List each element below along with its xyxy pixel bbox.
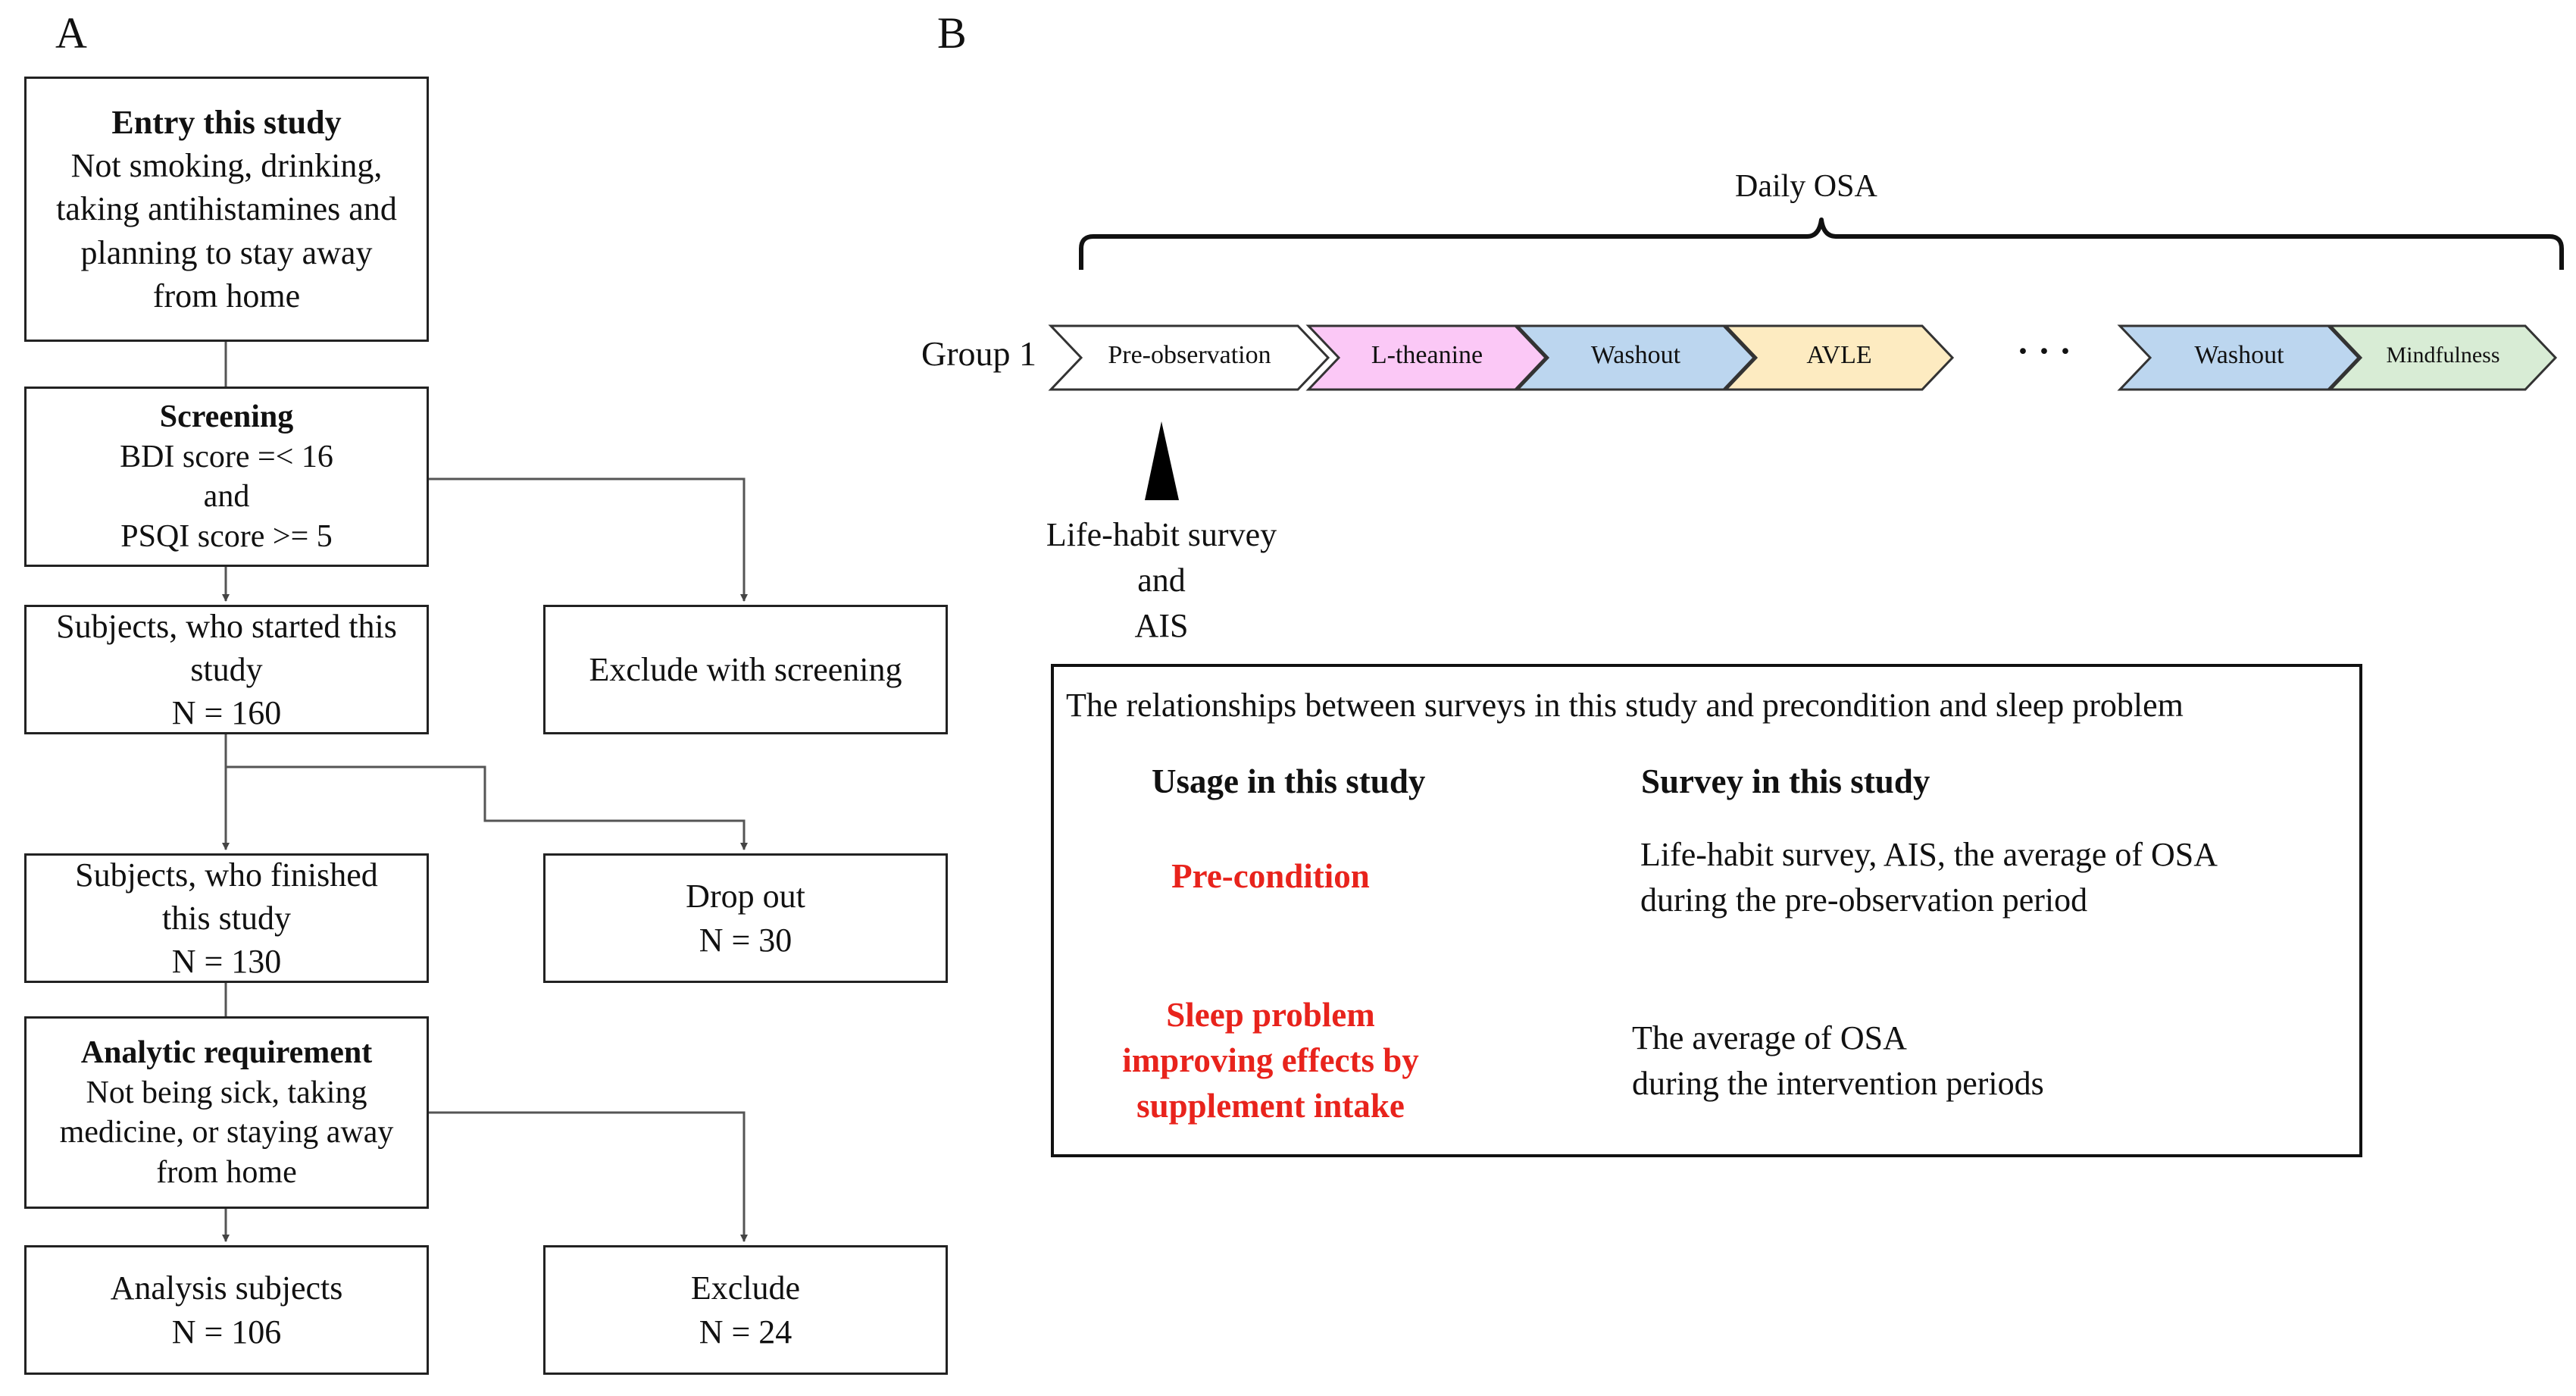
survey-precondition-line: during the pre-observation period bbox=[1640, 881, 2088, 919]
entry-line: planning to stay away bbox=[80, 233, 373, 271]
survey-precondition: Life-habit survey, AIS, the average of O… bbox=[1640, 832, 2218, 924]
phase-shape-l-theanine bbox=[1305, 324, 1548, 391]
box-analysis-subjects: Analysis subjects N = 106 bbox=[24, 1245, 429, 1375]
screening-line: BDI score =< 16 bbox=[120, 439, 333, 474]
phase-shape-washout-1 bbox=[1515, 324, 1756, 391]
usage-sleep-problem-line: supplement intake bbox=[1136, 1086, 1405, 1125]
box-started-study: Subjects, who started this study N = 160 bbox=[24, 605, 429, 734]
finished-line: this study bbox=[162, 899, 291, 937]
entry-title: Entry this study bbox=[111, 104, 342, 142]
started-count: N = 160 bbox=[171, 694, 282, 732]
panel-label-b: B bbox=[937, 8, 967, 58]
screening-title: Screening bbox=[159, 399, 294, 434]
survey-sleep-problem: The average of OSA during the interventi… bbox=[1632, 1016, 2044, 1107]
survey-line: and bbox=[1137, 561, 1186, 599]
survey-marker-triangle bbox=[1145, 421, 1179, 500]
screening-line: and bbox=[203, 479, 250, 514]
panel-label-a: A bbox=[55, 8, 87, 58]
phase-label-l-theanine: L-theanine bbox=[1371, 341, 1483, 369]
daily-osa-label: Daily OSA bbox=[1735, 169, 1877, 204]
started-line: Subjects, who started this bbox=[56, 607, 397, 645]
analytic-line: Not being sick, taking bbox=[86, 1075, 367, 1110]
box-finished-study: Subjects, who finished this study N = 13… bbox=[24, 853, 429, 983]
exclude-count: N = 24 bbox=[699, 1313, 792, 1351]
analysis-count: N = 106 bbox=[171, 1313, 282, 1351]
survey-precondition-line: Life-habit survey, AIS, the average of O… bbox=[1640, 836, 2218, 873]
entry-line: from home bbox=[152, 277, 301, 315]
usage-precondition: Pre-condition bbox=[1171, 857, 1370, 895]
survey-line: AIS bbox=[1134, 606, 1189, 644]
survey-sleep-problem-line: during the intervention periods bbox=[1632, 1065, 2044, 1103]
phase-shape-washout-2 bbox=[2117, 324, 2361, 391]
connector-started-dropout bbox=[226, 765, 748, 850]
column-header-usage: Usage in this study bbox=[1152, 762, 1426, 800]
usage-sleep-problem-line: improving effects by bbox=[1122, 1041, 1419, 1079]
usage-sleep-problem-line: Sleep problem bbox=[1166, 996, 1375, 1034]
group-label: Group 1 bbox=[921, 334, 1037, 373]
dropout-label: Drop out bbox=[686, 878, 805, 916]
survey-label: Life-habit survey and AIS bbox=[1010, 512, 1313, 648]
phase-label-washout-1: Washout bbox=[1590, 341, 1681, 369]
finished-count: N = 130 bbox=[171, 943, 282, 981]
box-dropout: Drop out N = 30 bbox=[543, 853, 948, 983]
analysis-label: Analysis subjects bbox=[110, 1269, 343, 1307]
box-entry-study: Entry this study Not smoking, drinking, … bbox=[24, 77, 429, 342]
phase-label-mindfulness: Mindfulness bbox=[2386, 343, 2500, 368]
box-exclude-screening: Exclude with screening bbox=[543, 605, 948, 734]
exclude-label: Exclude bbox=[690, 1269, 801, 1307]
analytic-line: from home bbox=[156, 1154, 297, 1190]
exclude-screening-label: Exclude with screening bbox=[589, 650, 902, 688]
survey-sleep-problem-line: The average of OSA bbox=[1632, 1019, 1907, 1056]
box-screening: Screening BDI score =< 16 and PSQI score… bbox=[24, 387, 429, 567]
daily-osa-brace bbox=[1079, 218, 2564, 270]
box-analytic-requirement: Analytic requirement Not being sick, tak… bbox=[24, 1016, 429, 1209]
finished-line: Subjects, who finished bbox=[75, 856, 378, 894]
relationships-title: The relationships between surveys in thi… bbox=[1066, 687, 2184, 724]
usage-sleep-problem: Sleep problem improving effects by suppl… bbox=[1085, 993, 1456, 1129]
relationships-box bbox=[1051, 664, 2362, 1157]
started-line: study bbox=[190, 650, 263, 688]
phase-shape-mindfulness bbox=[2327, 324, 2558, 391]
entry-line: Not smoking, drinking, bbox=[70, 147, 383, 185]
phase-label-pre-observation: Pre-observation bbox=[1108, 341, 1271, 369]
column-header-survey: Survey in this study bbox=[1641, 762, 1930, 800]
analytic-line: medicine, or staying away bbox=[59, 1115, 394, 1150]
connector-screening-exclude bbox=[429, 477, 748, 602]
phase-label-avle: AVLE bbox=[1806, 341, 1872, 369]
timeline-chevrons bbox=[1048, 324, 2558, 391]
phase-shape-avle bbox=[1723, 324, 1955, 391]
phase-shape-pre-observation bbox=[1048, 324, 1330, 391]
connector-analytic-exclude bbox=[429, 1111, 748, 1242]
phase-label-washout-2: Washout bbox=[2194, 341, 2284, 369]
survey-line: Life-habit survey bbox=[1046, 516, 1277, 553]
dropout-count: N = 30 bbox=[699, 921, 792, 959]
timeline-ellipsis: · · · bbox=[2017, 331, 2072, 371]
box-exclude: Exclude N = 24 bbox=[543, 1245, 948, 1375]
screening-line: PSQI score >= 5 bbox=[120, 518, 333, 554]
analytic-title: Analytic requirement bbox=[80, 1035, 373, 1070]
entry-line: taking antihistamines and bbox=[56, 190, 397, 228]
